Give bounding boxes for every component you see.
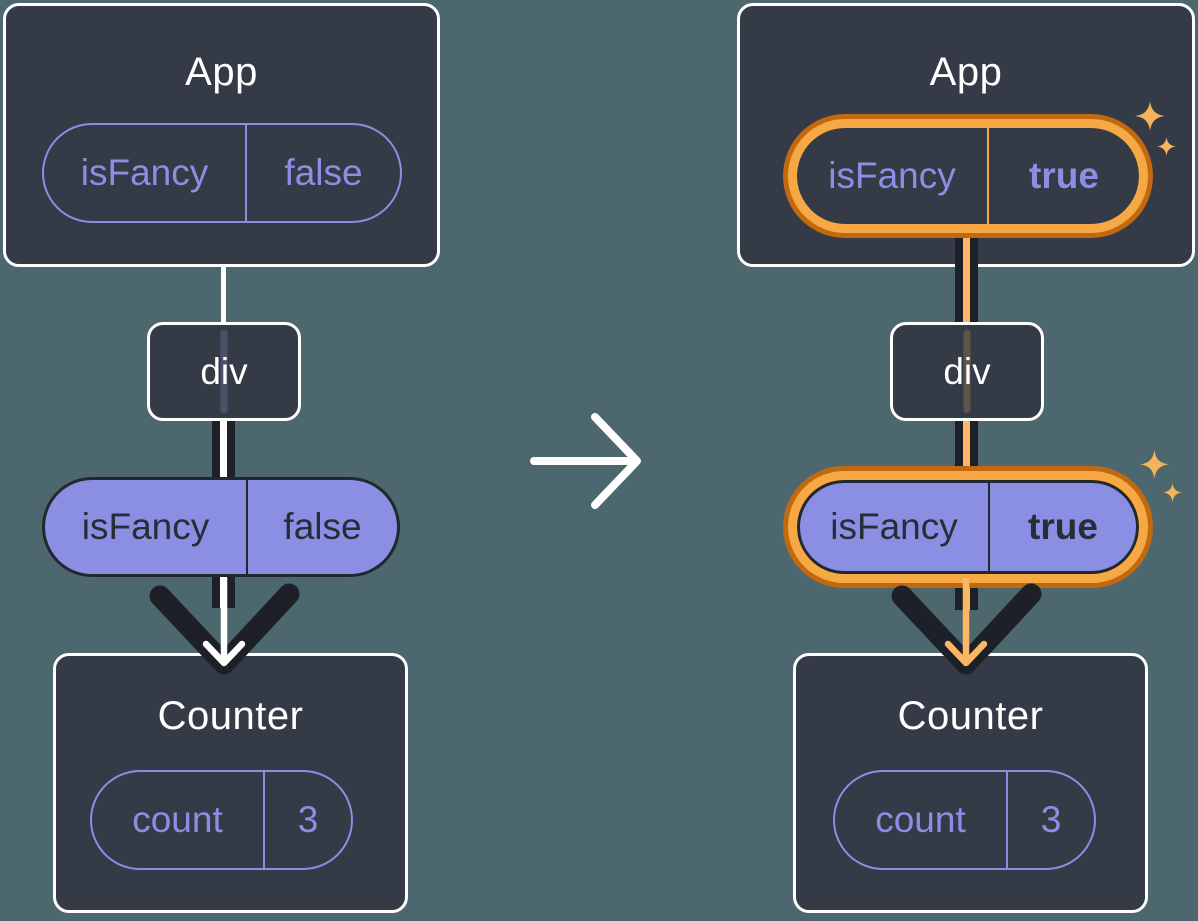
prop-value: false [283,506,362,547]
div-element-box: div [890,322,1044,421]
app-component-box: App isFancy false [3,3,440,267]
prop-value: true [1028,506,1098,547]
app-component-box: App isFancy true [737,3,1195,267]
prop-name: isFancy [45,480,248,574]
prop-pill-highlighted: isFancy true [788,471,1148,583]
pass-through-line [963,330,971,413]
pass-down-arrow-icon [149,578,300,675]
state-name: isFancy [797,128,989,224]
state-name: count [835,772,1008,868]
counter-component-box: Counter count 3 [793,653,1148,913]
state-pill: count 3 [90,770,353,870]
sparkle-icon-small-group [1140,450,1182,502]
component-title: App [929,50,1003,94]
state-pill-highlighted: isFancy true [788,119,1148,233]
div-to-prop-connector [212,418,235,478]
component-title: Counter [157,694,304,738]
component-title: App [185,50,258,94]
counter-component-box: Counter count 3 [53,653,408,913]
state-value: 3 [1040,799,1062,840]
state-value: false [284,152,363,193]
state-value: true [1029,155,1099,196]
div-label: div [200,350,248,392]
app-to-div-connector [955,238,978,323]
div-element-box: div [147,322,301,421]
component-title: Counter [897,694,1044,738]
transform-arrow-icon [530,413,641,509]
state-name: isFancy [44,125,247,221]
prop-name: isFancy [800,483,990,571]
state-pill: count 3 [833,770,1096,870]
state-value: 3 [297,799,319,840]
prop-pill: isFancy false [42,477,400,577]
div-label: div [943,350,991,392]
pass-through-line [220,330,228,413]
div-to-prop-connector [955,418,978,480]
sparkle-icon-large [1135,101,1176,156]
state-name: count [92,772,265,868]
state-pill: isFancy false [42,123,402,223]
app-to-div-wire [221,264,226,326]
pass-down-arrow-icon [891,578,1042,675]
